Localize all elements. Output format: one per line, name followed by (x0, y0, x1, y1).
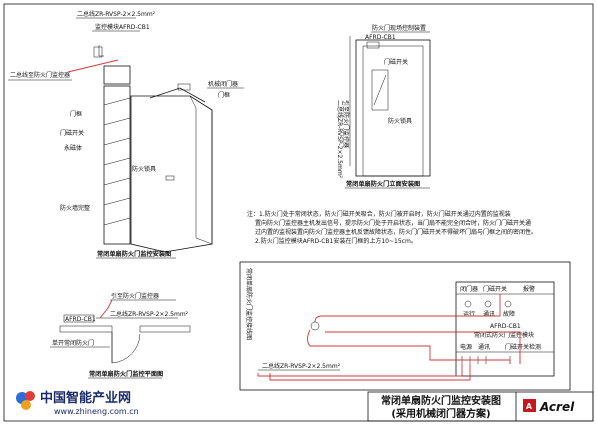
plan-door: 单开常闭防火门 (52, 339, 94, 347)
elevation-diagram: 二总线ZR-RVSP-2×2.5mm² 监控模块AFRD-CB1 二总线至防火门… (8, 10, 244, 259)
front-panel-model: AFRD-CB1 (365, 34, 396, 41)
front-cable-sub: 引至防火门监控器 (342, 100, 350, 148)
elev-wall-label: 防火墙完整 (60, 204, 90, 212)
plan-module: AFRD-CB1 (65, 316, 96, 323)
front-caption: 常闭单扇防火门立面安装图 (346, 180, 420, 188)
plan-module-box (63, 314, 95, 323)
wiring-tb-top-1: 闭门器 (460, 285, 478, 293)
elev-door-frame: 门框 (70, 110, 82, 118)
wiring-status-2: 通讯 (483, 310, 495, 318)
plan-caption: 常闭单扇防火门监控平面图 (89, 370, 163, 378)
wiring-tb-top-3: 报警 (523, 285, 535, 293)
elev-module-box (103, 65, 131, 85)
wiring-status-3: 故障 (503, 310, 515, 318)
plan-wall-right (139, 325, 191, 333)
front-vision-panel (371, 69, 389, 111)
elev-lock-label: 防火锁具 (132, 165, 156, 173)
elev-module: 监控模块AFRD-CB1 (95, 23, 150, 31)
note-line-2: 置向防火门监控器主机发出信号，提示防火门处于开启状态，当门扇不能完全闭合时，防火… (255, 219, 531, 227)
svg-text:A: A (526, 402, 533, 411)
wiring-status-1: 运行 (463, 310, 475, 318)
front-door-switch: 门磁开关 (384, 58, 408, 66)
wiring-terminal-block (455, 281, 555, 377)
plan-diagram: 引至防火门监控器 AFRD-CB1 二总线ZR-RVSP-2×2.5mm² 单开… (50, 292, 191, 379)
wiring-led-run (464, 300, 472, 308)
front-lock: 防火锁具 (388, 117, 412, 125)
plan-door-swing (111, 333, 141, 364)
note-line-1: 注：1.防火门处于常闭状态，防火门磁开关吸合，防火门被开启时，防火门磁开关通过内… (247, 210, 511, 218)
wiring-tb-bot-1: 电源 (460, 343, 472, 351)
front-cable-vertical: 二总线ZR-RVSP-2×2.5mm² (336, 100, 344, 179)
wiring-cable: 二总线ZR-RVSP-2×2.5mm² (262, 362, 341, 370)
wiring-tb-bot-2: 通讯 (478, 343, 490, 351)
wiring-tb-desc: 常闭式防火门监控模块 (474, 331, 534, 339)
front-diagram: 防火门现场控制装置 AFRD-CB1 门磁开关 防火锁具 二总线ZR-RVSP-… (336, 24, 431, 189)
elev-closer (149, 87, 206, 103)
plan-sub: 引至防火门监控器 (111, 292, 159, 300)
note-line-3: 过内置的监视装置向防火门监控器主机反馈故障状态，防火门门磁开关不得破坏门扇与门框… (255, 228, 537, 236)
plan-wall-left (59, 325, 113, 333)
elev-door-switch: 门磁开关 (60, 129, 84, 137)
plan-cable: 二总线ZR-RVSP-2×2.5mm² (110, 310, 189, 318)
wiring-tb-bot-3: 门磁开关检测 (505, 343, 541, 351)
wiring-diagram: 常闭单扇防火门监控接线图 闭门器 门磁开关 报警 运行 通讯 故障 AFRD-C… (239, 261, 571, 391)
watermark: 中国智能产业网 www.zhineng.com.cn (16, 390, 139, 416)
elev-closer-label: 机械闭门器 (208, 80, 238, 88)
elev-lock (165, 175, 175, 181)
elev-door (130, 95, 213, 253)
elev-magnet: 永磁体 (64, 144, 82, 152)
front-panel-box (366, 41, 380, 49)
watermark-url: www.zhineng.com.cn (54, 407, 139, 416)
elev-wall (103, 85, 131, 245)
wiring-frame (239, 261, 571, 391)
wiring-tb-name: AFRD-CB1 (490, 323, 521, 330)
title-line-1: 常闭单扇防火门监控安装图 (381, 394, 501, 407)
brand-logo-mark (523, 399, 536, 412)
elev-cable-top: 二总线ZR-RVSP-2×2.5mm² (77, 10, 156, 18)
wiring-led-comm (484, 300, 492, 308)
notes: 注：1.防火门处于常闭状态，防火门磁开关吸合，防火门被开启时，防火门磁开关通过内… (247, 210, 537, 245)
wiring-tb-top-2: 门磁开关 (483, 285, 507, 293)
front-panel-label: 防火门现场控制装置 (372, 24, 426, 32)
watermark-name: 中国智能产业网 (40, 390, 131, 406)
elev-cable-left: 二总线至防火门监控器 (10, 71, 70, 79)
wiring-side-label: 常闭单扇防火门监控接线图 (245, 268, 253, 340)
note-line-4: 2.防火门监控模块AFRD-CB1安装在门框的上方10~15cm。 (255, 237, 417, 245)
wiring-led-fault (504, 300, 512, 308)
elev-caption: 常闭单扇防火门监控安装图 (97, 250, 171, 258)
title-block: 常闭单扇防火门监控安装图 (采用机械闭门器方案) A Acrel (367, 391, 594, 422)
wiring-door-switch (310, 321, 320, 331)
elev-door-frame-right: 门框 (218, 91, 230, 99)
sheet-border (3, 3, 594, 422)
title-line-2: (采用机械闭门器方案) (391, 407, 490, 420)
brand-name: Acrel (539, 400, 575, 414)
